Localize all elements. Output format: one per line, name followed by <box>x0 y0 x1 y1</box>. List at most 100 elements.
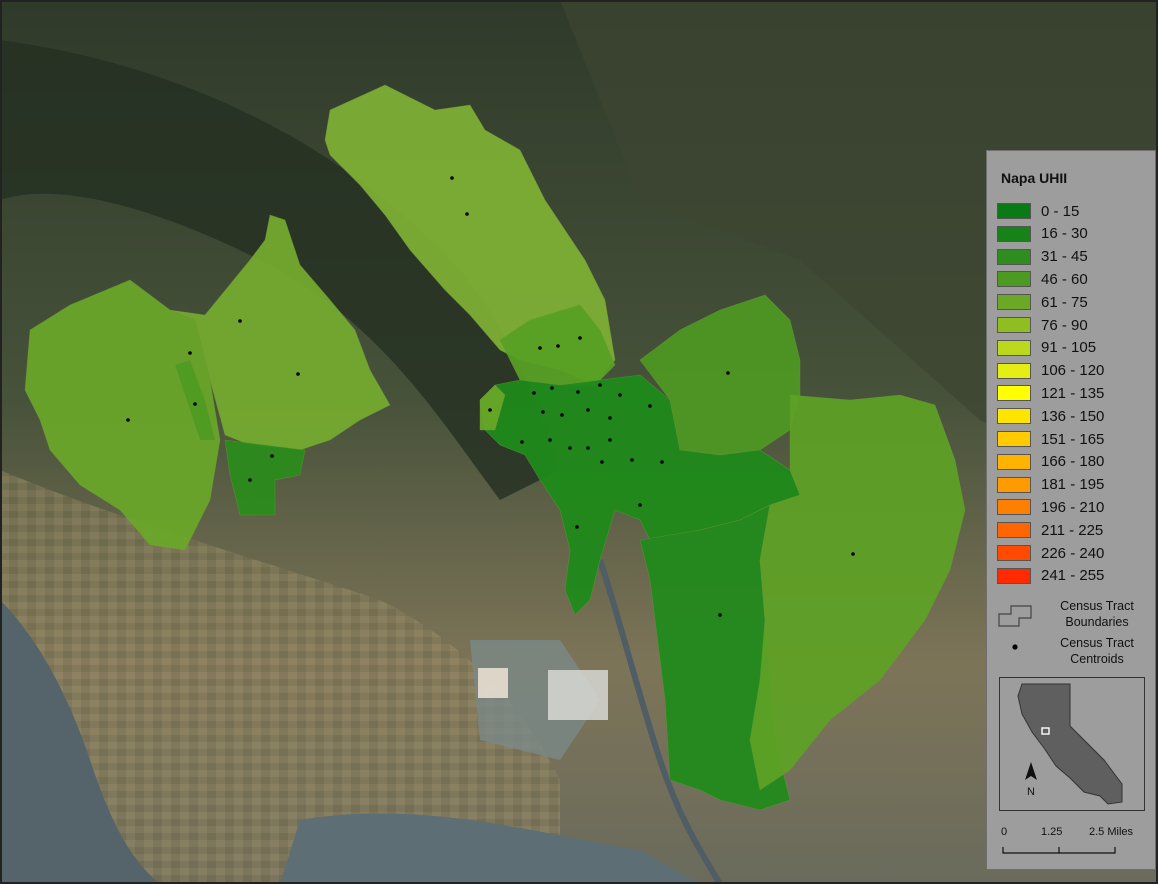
centroid-dot <box>608 416 612 420</box>
legend-class-row: 181 - 195 <box>997 475 1104 495</box>
study-area-marker <box>1041 727 1050 735</box>
legend-class-row: 61 - 75 <box>997 292 1088 312</box>
legend-class-row: 106 - 120 <box>997 361 1104 381</box>
legend-class-label: 211 - 225 <box>1041 521 1104 539</box>
legend-title: Napa UHII <box>1001 170 1068 186</box>
legend-class-label: 166 - 180 <box>1041 453 1105 471</box>
centroid-dot <box>465 212 469 216</box>
california-shape <box>1017 683 1123 805</box>
legend-swatch <box>997 248 1031 265</box>
salt-pond-white-2 <box>478 668 508 698</box>
tract-centroids <box>126 176 855 617</box>
centroid-dot <box>851 552 855 556</box>
centroid-dot <box>556 344 560 348</box>
legend-panel: Napa UHII 0 - 15 16 - 30 31 - 45 46 - 60 61 … <box>986 150 1156 870</box>
centroid-dot <box>568 446 572 450</box>
legend-class-row: 226 - 240 <box>997 543 1104 563</box>
legend-class-label: 31 - 45 <box>1041 248 1088 266</box>
legend-class-row: 46 - 60 <box>997 269 1088 289</box>
centroid-dot <box>598 383 602 387</box>
legend-class-label: 46 - 60 <box>1041 270 1088 288</box>
legend-swatch <box>997 476 1031 493</box>
legend-swatch <box>997 203 1031 219</box>
legend-swatch <box>997 545 1031 561</box>
centroid-dot <box>576 390 580 394</box>
scale-tick-0: 0 <box>1001 826 1007 838</box>
legend-swatch <box>997 317 1031 333</box>
legend-class-label: 91 - 105 <box>1041 339 1097 357</box>
centroid-dot <box>578 336 582 340</box>
legend-class-row: 211 - 225 <box>997 520 1103 540</box>
legend-class-label: 136 - 150 <box>1041 407 1105 425</box>
scale-bar: 0 1.25 2.5 Miles <box>1001 826 1134 854</box>
legend-class-row: 76 - 90 <box>997 315 1088 335</box>
legend-class-row: 196 - 210 <box>997 497 1104 517</box>
centroid-dot <box>575 525 579 529</box>
scale-tick-2: 2.5 Miles <box>1089 826 1134 838</box>
legend-class-row: 151 - 165 <box>997 429 1104 449</box>
bay-water-south <box>280 813 700 884</box>
legend-class-row: 166 - 180 <box>997 452 1104 472</box>
california-outline-icon: N <box>1017 683 1123 805</box>
legend-class-row: 16 - 30 <box>997 224 1088 244</box>
legend-class-row: 0 - 15 <box>997 201 1079 221</box>
north-arrow-icon <box>1025 762 1037 780</box>
river-channel <box>597 559 723 884</box>
legend-swatch <box>997 362 1031 379</box>
centroids-label-line1: Census Tract <box>1060 636 1134 650</box>
bay-water <box>0 600 160 884</box>
tract-west-low[interactable] <box>224 439 306 516</box>
centroid-dot <box>541 410 545 414</box>
centroid-dot <box>608 438 612 442</box>
centroids-label-line2: Centroids <box>1070 652 1124 666</box>
centroid-dot <box>193 402 197 406</box>
legend-class-label: 181 - 195 <box>1041 476 1105 494</box>
legend-class-row: 31 - 45 <box>997 247 1088 267</box>
legend-swatch <box>997 408 1031 425</box>
north-label: N <box>1027 786 1035 798</box>
legend-swatch <box>997 453 1031 470</box>
legend-swatch <box>997 431 1031 447</box>
legend-swatch <box>997 294 1031 311</box>
tract-west-middle[interactable] <box>169 214 391 451</box>
legend-class-label: 106 - 120 <box>1041 362 1105 380</box>
centroid-dot-symbol-icon <box>1012 644 1018 650</box>
tract-east-big[interactable] <box>749 394 966 791</box>
legend-class-label: 226 - 240 <box>1041 544 1105 562</box>
centroid-dot <box>600 460 604 464</box>
legend-class-label: 241 - 255 <box>1041 567 1105 585</box>
inset-locator-map: N <box>999 677 1145 811</box>
legend-centroids: Census Tract Centroids <box>997 635 1152 669</box>
legend-class-row: 91 - 105 <box>997 338 1096 358</box>
centroid-dot <box>488 408 492 412</box>
legend-boundaries: Census Tract Boundaries <box>997 598 1152 632</box>
legend-class-label: 61 - 75 <box>1041 293 1088 311</box>
legend-swatch <box>997 499 1031 516</box>
centroid-dot <box>238 319 242 323</box>
centroid-dot <box>630 458 634 462</box>
legend-class-row: 241 - 255 <box>997 566 1104 586</box>
legend-class-label: 76 - 90 <box>1041 316 1088 334</box>
centroid-dot <box>618 393 622 397</box>
legend-class-label: 121 - 135 <box>1041 384 1105 402</box>
centroid-dot <box>188 351 192 355</box>
scale-line <box>1002 847 1116 854</box>
tract-west-edge[interactable] <box>479 384 506 431</box>
tract-west-big[interactable] <box>24 279 221 551</box>
tract-boundary-symbol-icon <box>998 605 1032 627</box>
centroid-dot <box>248 478 252 482</box>
centroid-dot <box>532 391 536 395</box>
centroid-dot <box>648 404 652 408</box>
boundaries-label-line1: Census Tract <box>1060 599 1134 613</box>
legend-class-label: 16 - 30 <box>1041 225 1088 243</box>
legend-swatch <box>997 567 1031 584</box>
legend-class-label: 0 - 15 <box>1041 202 1080 220</box>
centroid-dot <box>638 503 642 507</box>
legend-class-label: 196 - 210 <box>1041 498 1105 516</box>
centroid-dot <box>550 386 554 390</box>
census-tracts <box>24 84 966 811</box>
legend-class-label: 151 - 165 <box>1041 430 1105 448</box>
tract-west-strip[interactable] <box>174 359 216 441</box>
